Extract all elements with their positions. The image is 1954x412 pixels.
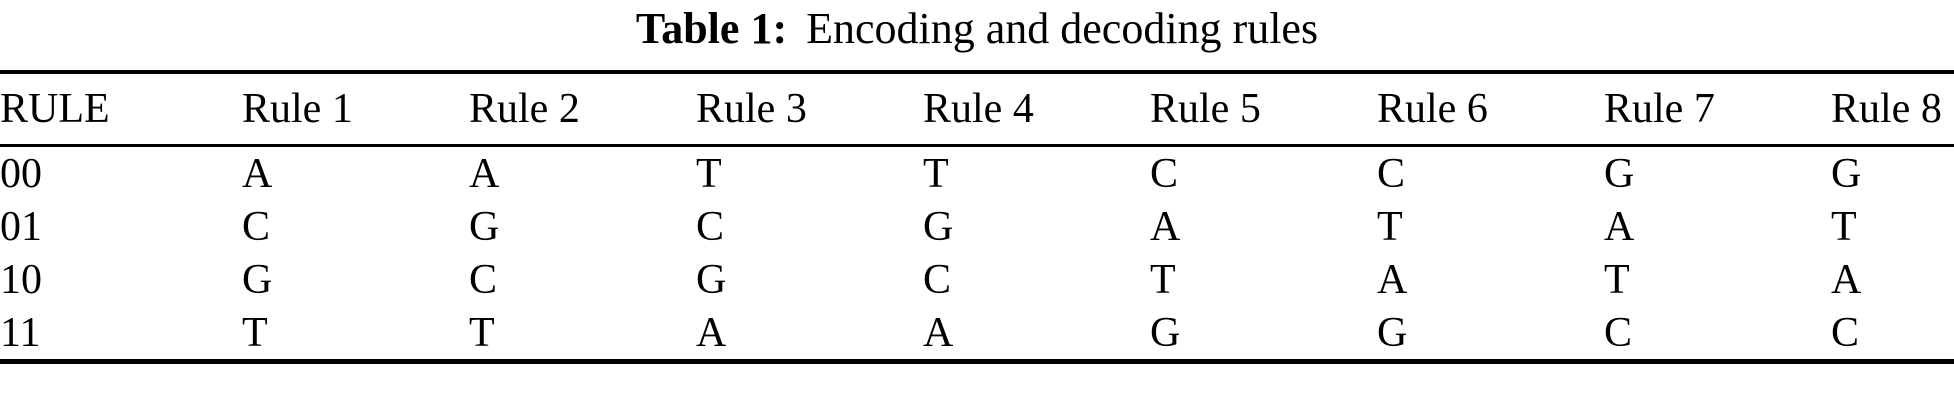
header-cell-rule-8: Rule 8 (1831, 72, 1954, 147)
table-cell: T (1831, 203, 1857, 250)
table-cell: C (1604, 309, 1633, 356)
header-cell-rule-7: Rule 7 (1604, 72, 1831, 147)
table-cell: T (469, 309, 495, 356)
table-row-11: 11 T T A A G G C C (0, 306, 1954, 362)
row-label: 01 (0, 203, 42, 250)
table-cell: C (469, 256, 498, 303)
table-cell: G (923, 203, 954, 250)
table-caption-label: Table 1: (635, 3, 788, 53)
table-cell: A (1377, 256, 1408, 303)
header-cell-rule-2: Rule 2 (469, 72, 696, 147)
table-cell: G (1604, 150, 1635, 197)
table-row-10: 10 G C G C T A T A (0, 253, 1954, 306)
table-caption: Table 1: Encoding and decoding rules (0, 2, 1954, 54)
table-cell: T (696, 150, 722, 197)
table-cell: A (923, 309, 954, 356)
table-cell: C (1377, 150, 1406, 197)
table-cell: G (1377, 309, 1408, 356)
table-cell: A (242, 150, 273, 197)
table-cell: C (1150, 150, 1179, 197)
table-cell: G (469, 203, 500, 250)
header-cell-rule-5: Rule 5 (1150, 72, 1377, 147)
table-header-row: RULE Rule 1 Rule 2 Rule 3 Rule 4 Rule 5 … (0, 72, 1954, 147)
row-label: 00 (0, 150, 42, 197)
encoding-decoding-rules-table: RULE Rule 1 Rule 2 Rule 3 Rule 4 Rule 5 … (0, 70, 1954, 364)
header-cell-rule-3: Rule 3 (696, 72, 923, 147)
table-cell: A (1604, 203, 1635, 250)
table-row-01: 01 C G C G A T A T (0, 200, 1954, 253)
table-caption-text: Encoding and decoding rules (806, 3, 1319, 53)
row-label: 10 (0, 256, 42, 303)
table-cell: G (1150, 309, 1181, 356)
table-cell: T (923, 150, 949, 197)
table-cell: A (696, 309, 727, 356)
table-cell: C (923, 256, 952, 303)
table-row-00: 00 A A T T C C G G (0, 146, 1954, 201)
row-label: 11 (0, 309, 41, 356)
table-cell: T (1377, 203, 1403, 250)
table-cell: T (1604, 256, 1630, 303)
header-cell-rule-4: Rule 4 (923, 72, 1150, 147)
table-cell: A (469, 150, 500, 197)
table-cell: T (242, 309, 268, 356)
table-cell: C (242, 203, 271, 250)
header-cell-rule: RULE (0, 72, 242, 147)
table-cell: A (1831, 256, 1862, 303)
table-cell: G (1831, 150, 1862, 197)
table-cell: G (696, 256, 727, 303)
table-cell: G (242, 256, 273, 303)
table-cell: C (696, 203, 725, 250)
table-cell: A (1150, 203, 1181, 250)
table-cell: T (1150, 256, 1176, 303)
header-cell-rule-6: Rule 6 (1377, 72, 1604, 147)
header-cell-rule-1: Rule 1 (242, 72, 469, 147)
table-cell: C (1831, 309, 1860, 356)
